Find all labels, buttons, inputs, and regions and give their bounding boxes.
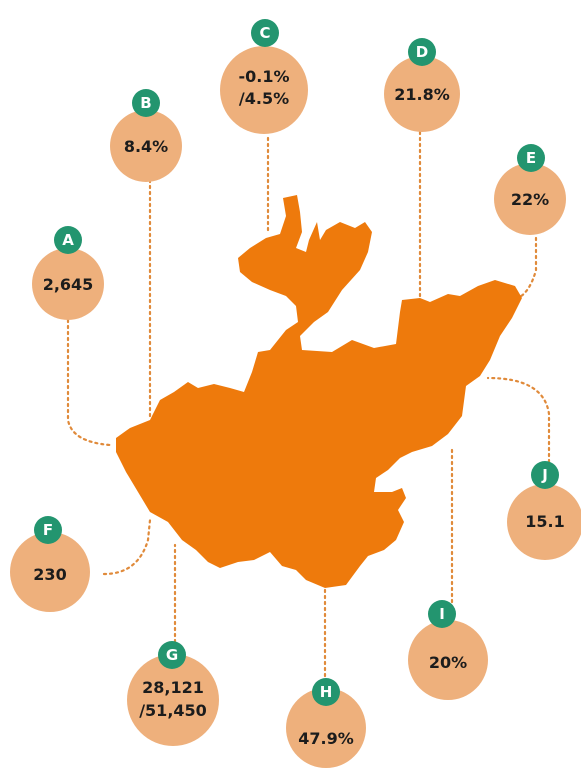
state-map <box>116 195 522 588</box>
callout-b: 8.4% B <box>110 89 182 182</box>
callout-g-letter: G <box>166 646 178 664</box>
callout-j-bubble <box>507 484 581 560</box>
callout-h: 47.9% H <box>286 678 366 768</box>
callout-d-badge <box>408 38 436 66</box>
callout-g-value-line-1: 28,121 <box>142 678 204 697</box>
callout-e-value-line-1: 22% <box>511 190 549 209</box>
callout-i-value-line-1: 20% <box>429 653 467 672</box>
leader-line-j <box>486 376 551 482</box>
callout-j-letter: J <box>541 466 548 484</box>
callout-b-bubble <box>110 110 182 182</box>
callout-c-badge <box>251 19 279 47</box>
callout-h-value-line-1: 47.9% <box>298 729 354 748</box>
callout-g-bubble <box>127 654 219 746</box>
callout-b-letter: B <box>140 94 151 112</box>
callout-i-letter: I <box>439 605 445 623</box>
callout-a-letter: A <box>62 231 74 249</box>
leader-line-f <box>102 518 152 576</box>
leader-line-a <box>66 318 112 447</box>
callout-j-badge <box>531 461 559 489</box>
callout-c-bubble <box>220 46 308 134</box>
callout-g: 28,121 /51,450 G <box>127 641 219 746</box>
callout-f: 230 F <box>10 516 90 612</box>
callout-e-badge <box>517 144 545 172</box>
callout-e: 22% E <box>494 144 566 235</box>
callout-d: 21.8% D <box>384 38 460 132</box>
callout-a-value-line-1: 2,645 <box>43 275 94 294</box>
callout-a-badge <box>54 226 82 254</box>
callout-g-value-line-2: /51,450 <box>139 701 207 720</box>
callout-g-badge <box>158 641 186 669</box>
callout-a: 2,645 A <box>32 226 104 320</box>
callout-h-bubble <box>286 688 366 768</box>
callout-b-value-line-1: 8.4% <box>124 137 168 156</box>
callout-f-badge <box>34 516 62 544</box>
callout-h-badge <box>312 678 340 706</box>
callout-c-value-line-2: /4.5% <box>239 89 289 108</box>
callout-c-letter: C <box>259 24 270 42</box>
callout-e-bubble <box>494 163 566 235</box>
callout-a-bubble <box>32 248 104 320</box>
callout-d-value-line-1: 21.8% <box>394 85 450 104</box>
callout-i-badge <box>428 600 456 628</box>
callout-h-letter: H <box>320 683 333 701</box>
callout-d-letter: D <box>416 43 428 61</box>
callout-j: 15.1 J <box>507 461 581 560</box>
state-map-shape <box>116 195 522 588</box>
leader-lines <box>66 118 551 678</box>
callout-b-badge <box>132 89 160 117</box>
leader-line-e <box>516 236 538 300</box>
callout-i: 20% I <box>408 600 488 700</box>
callout-e-letter: E <box>526 149 536 167</box>
callout-f-value-line-1: 230 <box>33 565 66 584</box>
callout-f-bubble <box>10 532 90 612</box>
callout-i-bubble <box>408 620 488 700</box>
callout-f-letter: F <box>43 521 53 539</box>
callout-j-value-line-1: 15.1 <box>525 512 564 531</box>
callout-c: -0.1% /4.5% C <box>220 19 308 134</box>
callout-c-value-line-1: -0.1% <box>238 67 289 86</box>
callout-d-bubble <box>384 56 460 132</box>
